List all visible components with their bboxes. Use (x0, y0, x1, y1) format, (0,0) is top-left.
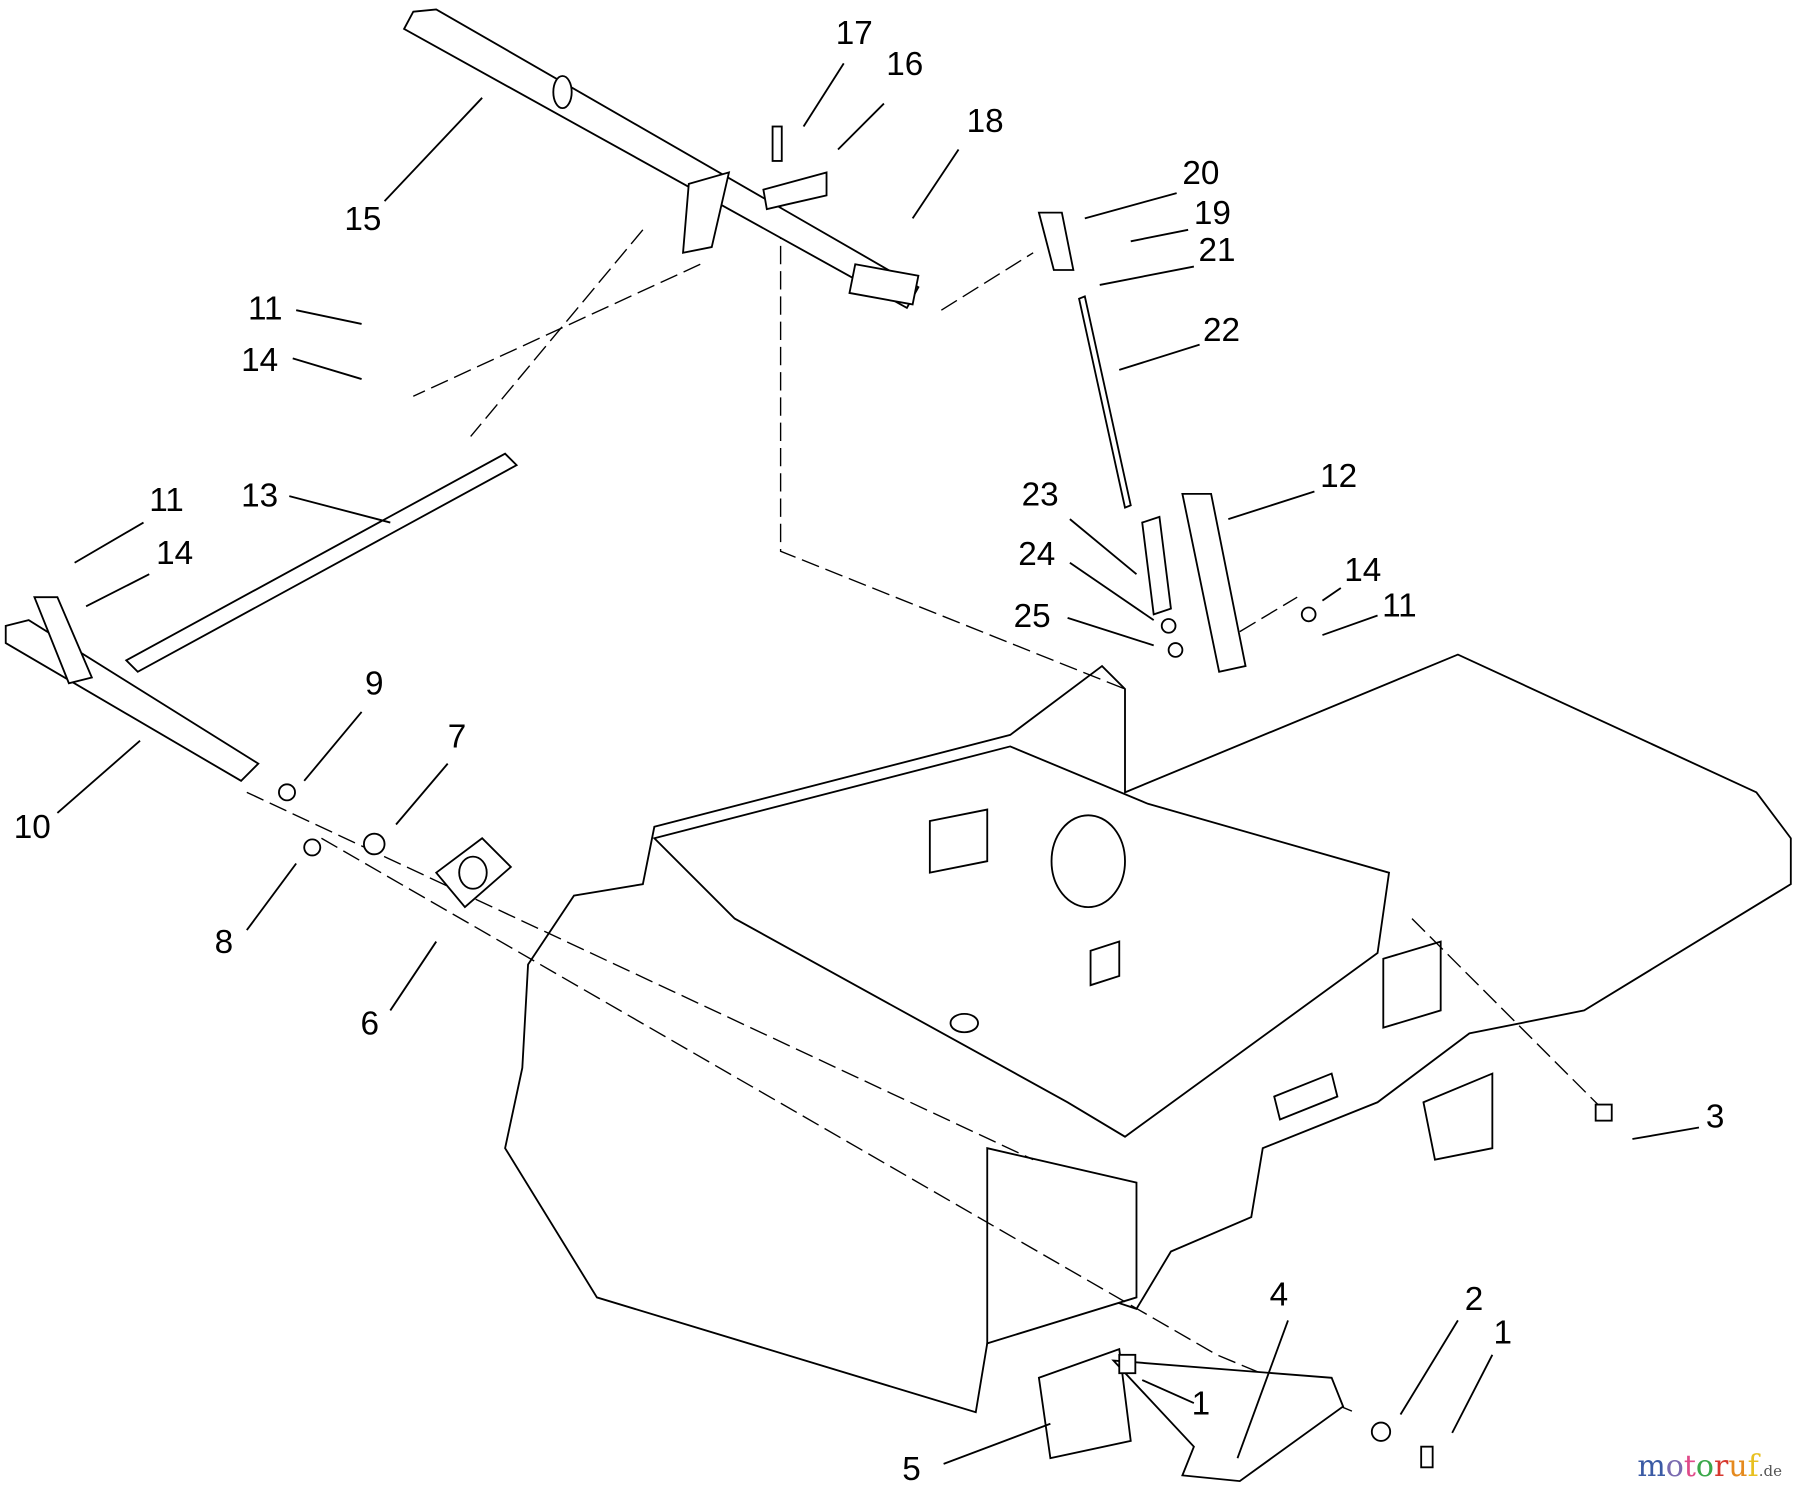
watermark-logo: motoruf.de (1637, 1449, 1782, 1484)
callout-1: 1 (1493, 1314, 1512, 1351)
callout-12: 12 (1320, 458, 1357, 495)
leader-line (837, 102, 885, 151)
watermark-letter: u (1728, 1449, 1748, 1484)
callout-20: 20 (1182, 155, 1219, 192)
rod-22 (1078, 295, 1132, 509)
leader-line (1130, 228, 1189, 243)
callout-4: 4 (1270, 1276, 1289, 1313)
leader-line (1118, 343, 1200, 371)
leader-line (1067, 616, 1154, 647)
callout-1: 1 (1192, 1386, 1211, 1423)
watermark-suffix: .de (1758, 1462, 1782, 1480)
callout-15: 15 (344, 201, 381, 238)
callout-13: 13 (241, 477, 278, 514)
dashed-assembly-lines (246, 195, 1608, 1413)
callout-6: 6 (360, 1006, 379, 1043)
leader-line (389, 941, 437, 1011)
callout-22: 22 (1203, 312, 1240, 349)
leader-line (1399, 1319, 1459, 1415)
leader-line (56, 739, 141, 814)
watermark-letter: o (1665, 1449, 1684, 1484)
callout-16: 16 (886, 46, 923, 83)
watermark-letter: m (1637, 1449, 1666, 1484)
callout-11: 11 (149, 482, 184, 519)
callout-14: 14 (1344, 552, 1381, 589)
leader-line (1236, 1320, 1289, 1459)
leader-line (383, 97, 483, 202)
leader-line (1084, 192, 1177, 220)
watermark-letter: o (1695, 1449, 1714, 1484)
leader-line (1322, 614, 1378, 636)
leader-line (74, 521, 144, 564)
callout-labels: 1716181520192122111413122324251411111497… (14, 15, 1725, 1488)
leader-line (1069, 561, 1155, 621)
leader-line (1321, 587, 1342, 602)
rod-13 (124, 452, 519, 673)
callout-23: 23 (1022, 476, 1059, 513)
frame-assembly (504, 653, 1792, 1414)
leader-line (289, 495, 391, 524)
callout-11: 11 (248, 290, 283, 327)
shaft-10 (4, 619, 260, 782)
callout-7: 7 (448, 719, 467, 756)
leader-line (1069, 518, 1138, 575)
leader-line (1141, 1379, 1195, 1404)
callout-17: 17 (836, 15, 873, 52)
clevis-20 (1037, 211, 1075, 271)
leader-line (246, 862, 297, 931)
parts (4, 8, 1613, 1483)
callout-18: 18 (967, 103, 1004, 140)
callout-5: 5 (902, 1451, 921, 1488)
callout-2: 2 (1465, 1281, 1484, 1318)
spring-23 (1141, 515, 1172, 616)
callout-9: 9 (365, 666, 384, 703)
callout-14: 14 (241, 342, 278, 379)
callout-19: 19 (1194, 195, 1231, 232)
callout-21: 21 (1198, 232, 1235, 269)
callout-10: 10 (14, 809, 51, 846)
leader-line (1228, 490, 1315, 520)
callout-24: 24 (1018, 536, 1055, 573)
leader-line (85, 573, 150, 608)
leader-line (303, 711, 363, 782)
watermark-letter: f (1747, 1449, 1759, 1484)
leader-line (1451, 1354, 1494, 1434)
callout-14: 14 (156, 535, 193, 572)
leader-line (802, 62, 845, 128)
leader-line (292, 357, 362, 380)
leader-line (395, 763, 449, 826)
leader-line (911, 148, 960, 219)
callout-11: 11 (1382, 588, 1417, 625)
leader-line (943, 1422, 1051, 1465)
shaft-15 (402, 8, 920, 310)
callout-3: 3 (1706, 1099, 1725, 1136)
pad-5 (1037, 1347, 1132, 1460)
watermark-letter: r (1713, 1449, 1729, 1484)
watermark-letter: t (1683, 1449, 1696, 1484)
leader-line (295, 309, 362, 325)
leader-line (1099, 265, 1195, 286)
bracket-16 (762, 171, 828, 211)
pedal-4 (1111, 1359, 1345, 1483)
callout-8: 8 (215, 924, 234, 961)
callout-25: 25 (1014, 598, 1051, 635)
leader-line (1632, 1126, 1700, 1140)
lever-12 (1181, 492, 1247, 673)
